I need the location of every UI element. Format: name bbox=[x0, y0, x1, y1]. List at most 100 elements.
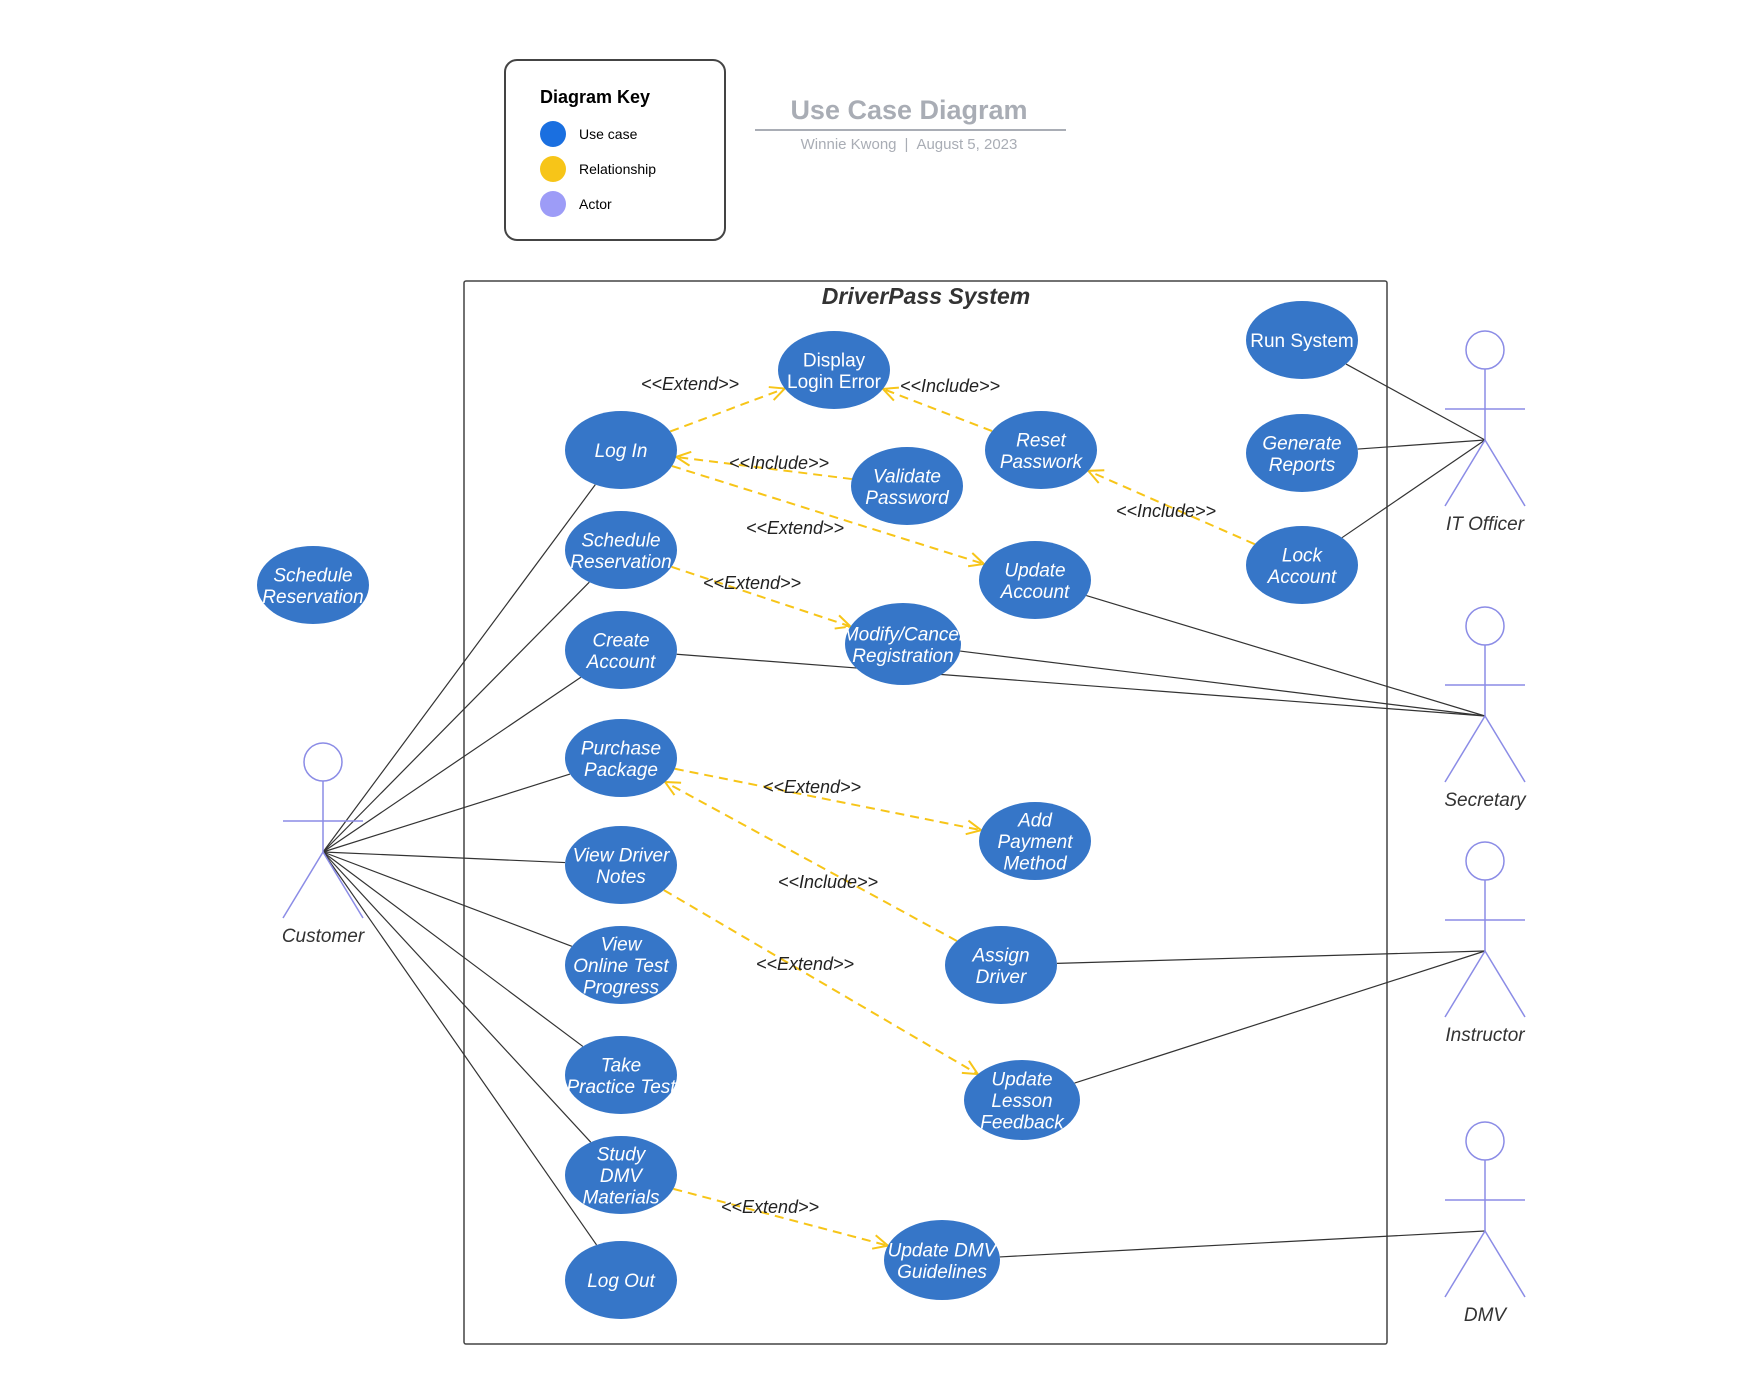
actor-key-swatch bbox=[540, 191, 566, 217]
relationship-notes-extend-feedback: <<Extend>> bbox=[663, 889, 980, 1076]
relationship-arrowhead bbox=[965, 819, 984, 836]
relationship-label: <<Include>> bbox=[778, 872, 878, 892]
actor-right-leg bbox=[1484, 1230, 1526, 1298]
actor-left-leg bbox=[1444, 950, 1486, 1018]
use-case-log-in[interactable]: Log In bbox=[565, 411, 677, 489]
diagram-key: Diagram Key Use case Relationship Actor bbox=[504, 59, 726, 241]
use-case-shape bbox=[565, 719, 677, 797]
use-case-label: Reset bbox=[1016, 430, 1066, 451]
use-case-label: Payment bbox=[998, 832, 1074, 853]
actor-secretary[interactable]: Secretary bbox=[1444, 606, 1527, 811]
use-case-shape bbox=[1246, 301, 1358, 379]
use-case-shape bbox=[565, 611, 677, 689]
diagram-subtitle: Winnie Kwong|August 5, 2023 bbox=[801, 136, 1018, 153]
actor-left-leg bbox=[1444, 439, 1486, 507]
relationship-line bbox=[664, 781, 958, 942]
relationship-key-label: Relationship bbox=[579, 161, 656, 177]
use-case-label: Update DMV bbox=[888, 1240, 999, 1261]
relationship-study-extend-guidelines: <<Extend>> bbox=[673, 1187, 891, 1250]
relationship-label: <<Extend>> bbox=[641, 374, 739, 394]
association-it-officer-lock-account bbox=[1341, 439, 1486, 539]
actor-head bbox=[1465, 1121, 1505, 1161]
use-case-shape bbox=[1246, 526, 1358, 604]
use-case-label: Reports bbox=[1269, 455, 1336, 476]
relationship-arrowhead bbox=[967, 552, 987, 568]
actor-right-leg bbox=[1484, 439, 1526, 507]
actor-instructor[interactable]: Instructor bbox=[1444, 841, 1526, 1046]
relationship-line bbox=[882, 387, 993, 433]
use-case-shape bbox=[778, 331, 890, 409]
use-case-label: Practice Test bbox=[566, 1077, 676, 1098]
use-case-run-system[interactable]: Run System bbox=[1246, 301, 1358, 379]
use-case-label: Schedule bbox=[273, 565, 352, 586]
actor-dmv[interactable]: DMV bbox=[1444, 1121, 1526, 1326]
actor-it-officer[interactable]: IT Officer bbox=[1444, 330, 1526, 535]
relationship-line bbox=[673, 1187, 889, 1247]
use-case-label: View bbox=[601, 935, 643, 956]
system-boundary: DriverPass System bbox=[463, 280, 1388, 1345]
use-case-label: Run System bbox=[1250, 331, 1353, 352]
relationship-arrowhead bbox=[871, 1234, 891, 1250]
use-case-label: Method bbox=[1003, 854, 1068, 875]
actor-right-leg bbox=[322, 851, 364, 919]
use-case-label: Generate bbox=[1262, 433, 1341, 454]
actor-label: IT Officer bbox=[1446, 514, 1525, 535]
system-box bbox=[463, 280, 1388, 1345]
use-case-label: Schedule bbox=[581, 530, 660, 551]
use-case-log-out[interactable]: Log Out bbox=[565, 1241, 677, 1319]
actor-left-leg bbox=[1444, 1230, 1486, 1298]
use-case-label: Purchase bbox=[581, 738, 661, 759]
use-case-shape bbox=[565, 826, 677, 904]
system-title: DriverPass System bbox=[822, 283, 1030, 309]
relationship-label: <<Extend>> bbox=[703, 573, 801, 593]
use-case-label: Log Out bbox=[587, 1271, 655, 1292]
use-case-shape bbox=[1246, 414, 1358, 492]
use-case-shape bbox=[851, 447, 963, 525]
relationship-line bbox=[674, 767, 982, 832]
use-case-label: Password bbox=[865, 488, 950, 509]
use-case-label: Update bbox=[1004, 560, 1065, 581]
actor-label: Customer bbox=[282, 926, 365, 947]
use-case-shape bbox=[565, 411, 677, 489]
association-lines bbox=[322, 363, 1486, 1258]
use-case-shape bbox=[257, 546, 369, 624]
relationship-lines: <<Extend>><<Include>><<Include>><<Extend… bbox=[641, 374, 1256, 1250]
relationship-line bbox=[663, 889, 979, 1075]
use-case-key-label: Use case bbox=[579, 126, 638, 142]
relationship-arrowhead bbox=[1086, 469, 1105, 484]
association-customer-view-online-test-progress bbox=[322, 851, 573, 947]
actor-customer[interactable]: Customer bbox=[282, 742, 365, 947]
use-case-label: Progress bbox=[583, 978, 660, 999]
use-case-label: Update bbox=[991, 1070, 1052, 1091]
association-instructor-assign-driver bbox=[1056, 950, 1486, 964]
actor-right-leg bbox=[1484, 950, 1526, 1018]
actor-head bbox=[1465, 841, 1505, 881]
relationship-arrowhead bbox=[768, 386, 787, 401]
use-case-label: Take bbox=[601, 1055, 642, 1076]
relationship-label: <<Extend>> bbox=[746, 518, 844, 538]
association-customer-study-dmv-materials bbox=[322, 851, 592, 1143]
use-case-label: Registration bbox=[852, 646, 953, 667]
use-case-shape bbox=[565, 926, 677, 1004]
